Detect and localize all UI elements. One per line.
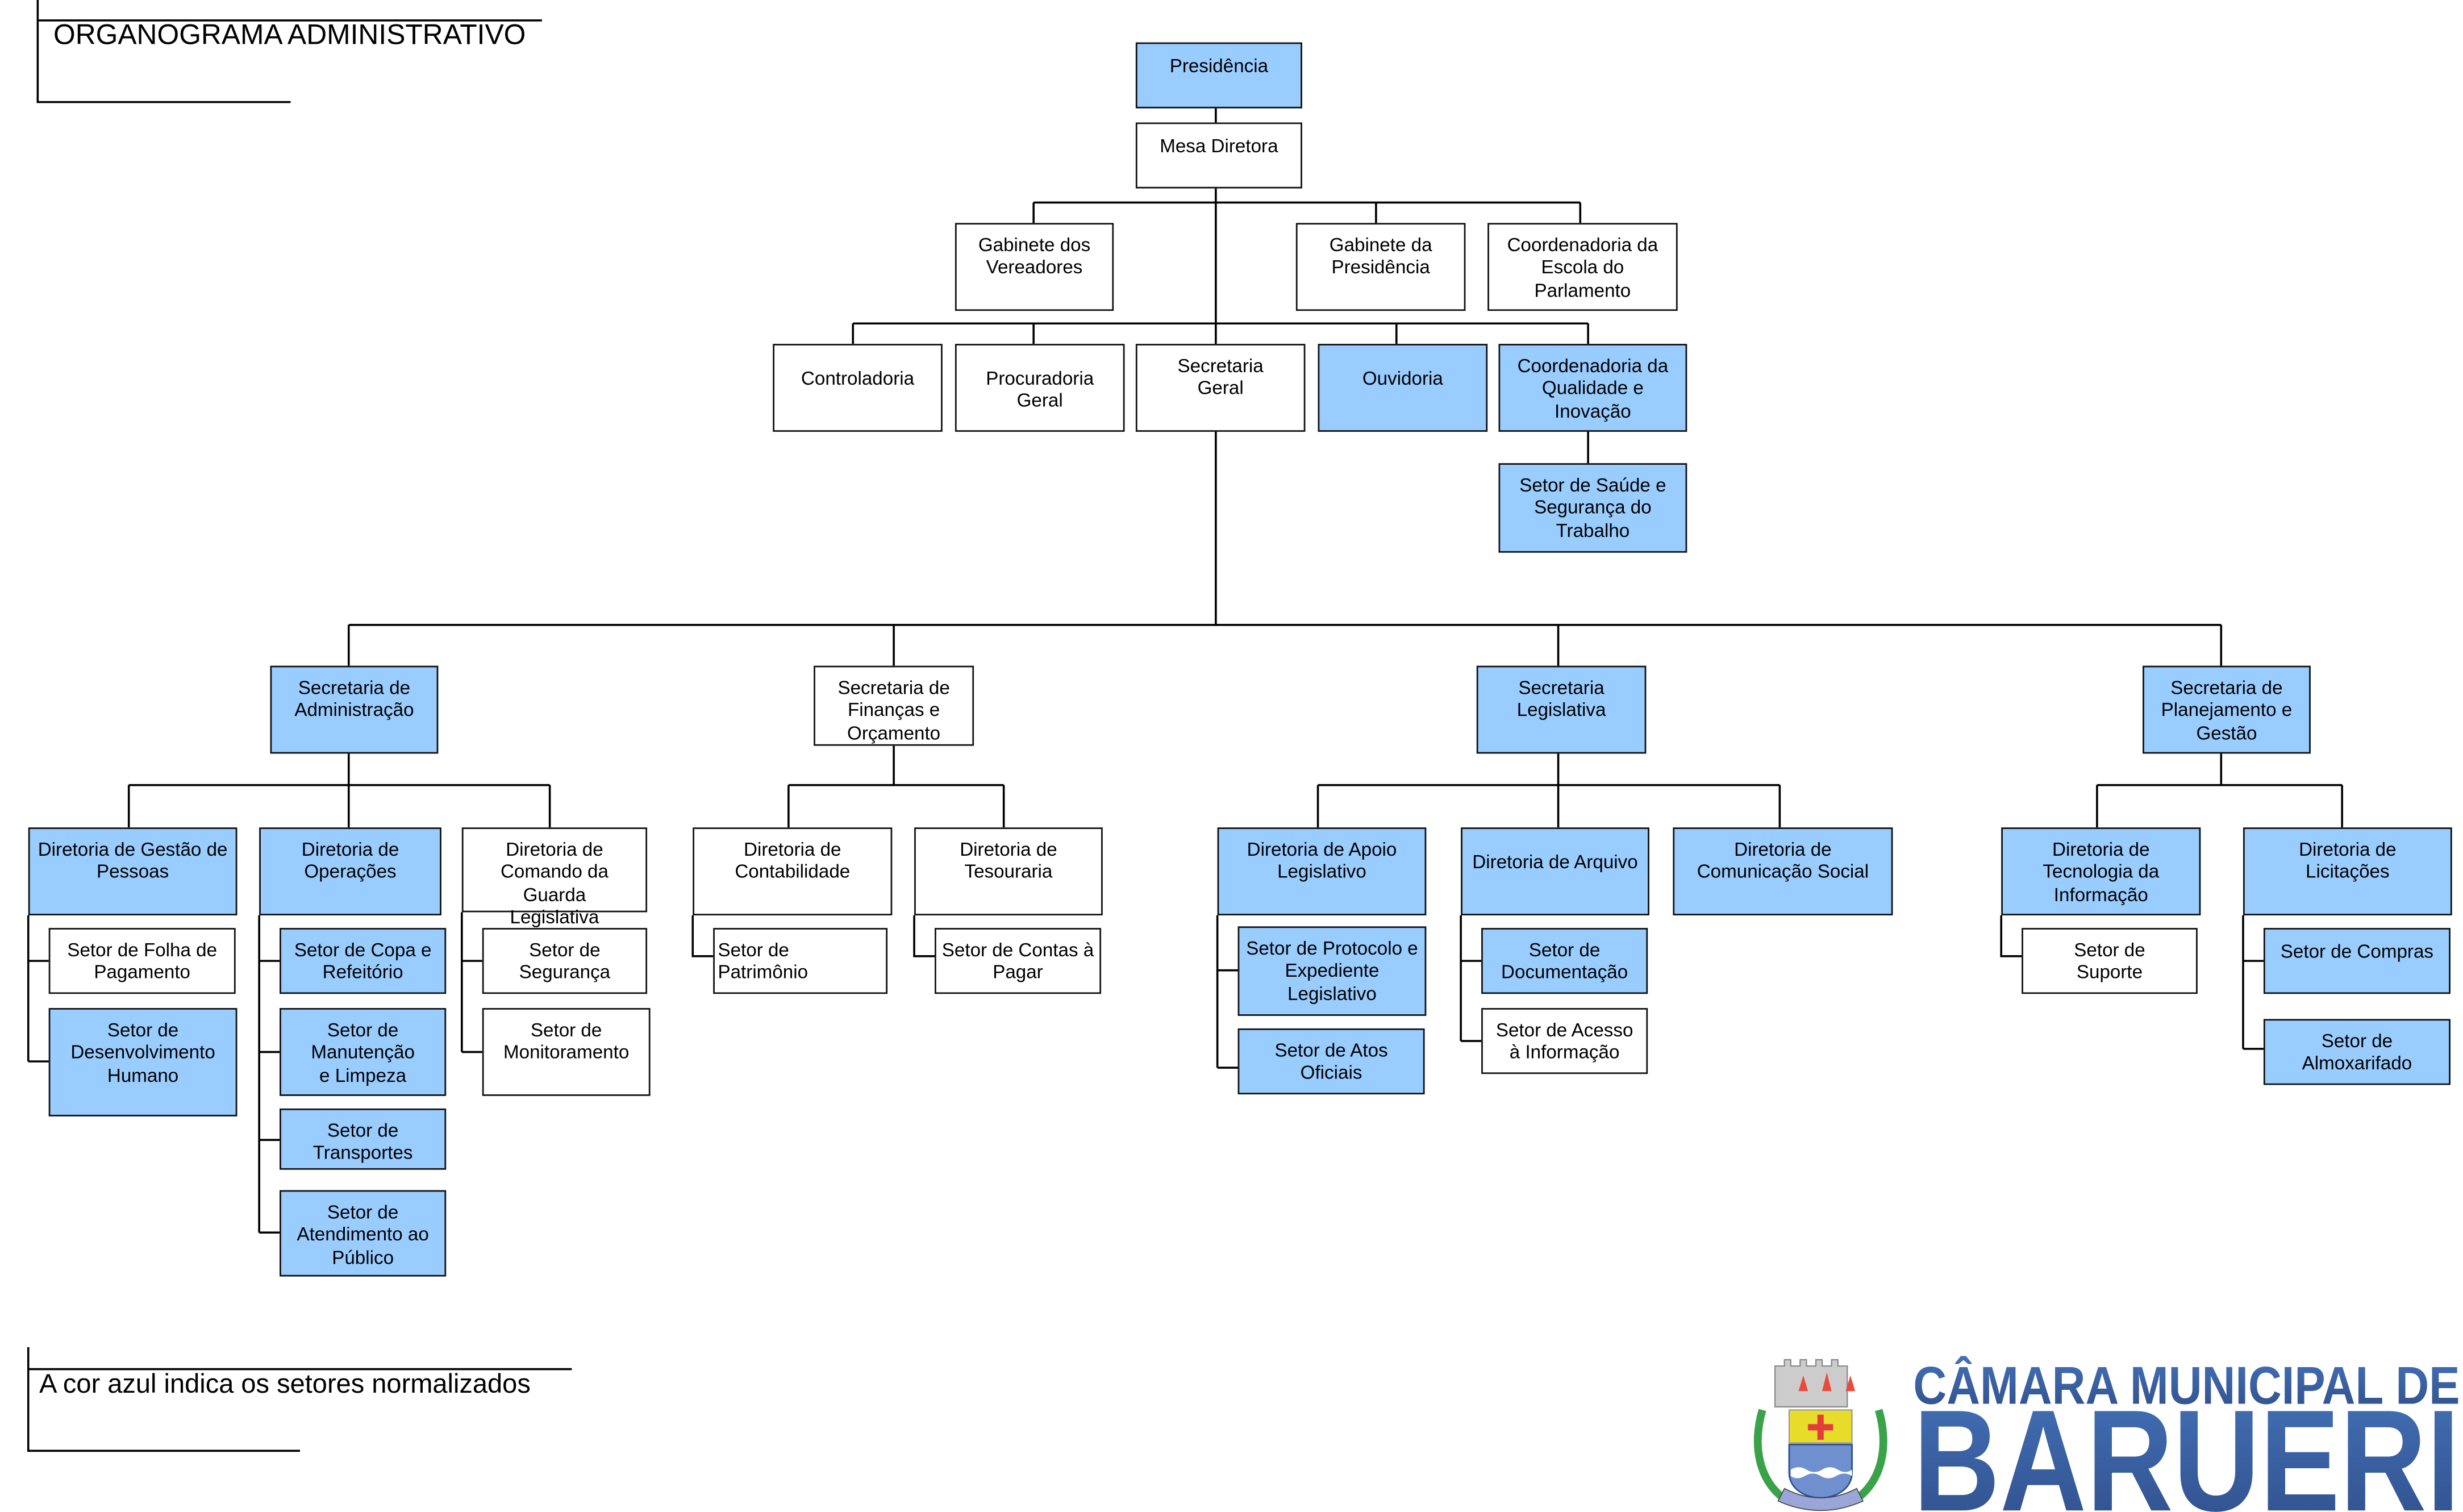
org-unit-label: Presidência [1169, 55, 1269, 77]
org-unit-box: Setor de Compras [2263, 928, 2451, 994]
org-unit-label: Diretoria de Comunicação Social [1697, 838, 1869, 884]
org-unit-box: Secretaria de Planejamento e Gestão [2143, 665, 2311, 754]
logo-line2: BARUERI [1913, 1380, 2460, 1512]
org-unit-label: Setor de Desenvolvimento Humano [70, 1019, 215, 1086]
org-unit-box: Secretaria Legislativa [1476, 665, 1647, 754]
org-unit-box: Mesa Diretora [1135, 122, 1302, 189]
org-unit-box: Controladoria [773, 344, 943, 432]
org-unit-label: Diretoria de Gestão de Pessoas [37, 838, 228, 884]
org-unit-box: Setor de Documentação [1481, 928, 1648, 994]
org-unit-label: Setor de Almoxarifado [2302, 1030, 2412, 1075]
org-unit-box: Diretoria de Apoio Legislativo [1217, 827, 1427, 916]
org-unit-box: Setor de Atendimento ao Público [280, 1190, 447, 1277]
org-unit-label: Secretaria Legislativa [1516, 676, 1606, 722]
org-unit-label: Setor de Segurança [519, 939, 611, 984]
logo-line1: CÂMARA MUNICIPAL DE [1913, 1355, 2460, 1415]
color-legend: A cor azul indica os setores normalizado… [39, 1369, 531, 1399]
org-unit-box: Setor de Transportes [280, 1108, 447, 1170]
org-unit-box: Coordenadoria da Escola do Parlamento [1487, 223, 1678, 311]
org-unit-label: Coordenadoria da Escola do Parlamento [1507, 234, 1658, 302]
org-unit-box: Setor de Desenvolvimento Humano [48, 1008, 237, 1117]
org-unit-label: Procuradoria Geral [986, 367, 1094, 413]
org-unit-label: Setor de Monitoramento [503, 1019, 630, 1064]
org-unit-box: Gabinete dos Vereadores [955, 223, 1114, 311]
org-unit-label: Gabinete dos Vereadores [978, 234, 1091, 279]
org-unit-box: Setor de Saúde e Segurança do Trabalho [1498, 463, 1687, 553]
org-unit-label: Diretoria de Comando da Guarda Legislati… [500, 838, 609, 928]
org-unit-box: Diretoria de Operações [259, 827, 441, 916]
org-unit-box: Setor de Patrimônio [713, 928, 888, 994]
org-unit-box: Presidência [1135, 42, 1302, 109]
org-unit-label: Diretoria de Operações [301, 838, 399, 884]
org-unit-box: Ouvidoria [1318, 344, 1488, 432]
org-unit-label: Secretaria de Administração [294, 676, 414, 722]
org-unit-box: Procuradoria Geral [955, 344, 1125, 432]
org-unit-box: Setor de Protocolo e Expediente Legislat… [1237, 926, 1427, 1016]
org-unit-box: Diretoria de Arquivo [1461, 827, 1649, 916]
org-unit-label: Setor de Patrimônio [718, 939, 809, 984]
org-unit-label: Setor de Folha de Pagamento [67, 939, 218, 984]
org-unit-label: Diretoria de Tecnologia da Informação [2043, 838, 2160, 906]
coat-of-arms-icon [1753, 1359, 1887, 1511]
org-unit-box: Setor de Acesso à Informação [1481, 1008, 1648, 1074]
org-unit-box: Diretoria de Gestão de Pessoas [28, 827, 237, 916]
org-unit-label: Diretoria de Licitações [2299, 838, 2397, 884]
org-unit-label: Gabinete da Presidência [1329, 234, 1432, 279]
org-unit-box: Diretoria de Contabilidade [693, 827, 893, 916]
org-unit-box: Setor de Manutenção e Limpeza [280, 1008, 447, 1096]
org-unit-label: Setor de Atendimento ao Público [297, 1201, 429, 1269]
org-unit-label: Diretoria de Tesouraria [960, 838, 1057, 884]
org-unit-box: Diretoria de Tesouraria [914, 827, 1103, 916]
org-unit-label: Setor de Compras [2280, 940, 2434, 963]
org-unit-box: Setor de Contas à Pagar [934, 928, 1102, 994]
org-unit-label: Coordenadoria da Qualidade e Inovação [1517, 355, 1669, 422]
org-unit-box: Gabinete da Presidência [1295, 223, 1466, 311]
org-unit-label: Setor de Atos Oficiais [1274, 1039, 1388, 1084]
org-unit-box: Secretaria de Administração [270, 665, 439, 754]
org-unit-box: Setor de Monitoramento [482, 1008, 651, 1096]
org-unit-label: Secretaria Geral [1177, 355, 1264, 400]
org-unit-label: Secretaria de Finanças e Orçamento [837, 676, 950, 744]
org-unit-box: Diretoria de Tecnologia da Informação [2001, 827, 2201, 916]
org-unit-box: Setor de Suporte [2022, 928, 2198, 994]
org-unit-label: Setor de Copa e Refeitório [294, 939, 432, 984]
org-unit-label: Diretoria de Arquivo [1472, 851, 1638, 873]
org-unit-label: Setor de Suporte [2074, 939, 2145, 984]
org-unit-box: Setor de Folha de Pagamento [48, 928, 236, 994]
org-unit-label: Setor de Acesso à Informação [1495, 1019, 1633, 1064]
org-unit-label: Ouvidoria [1362, 367, 1443, 390]
org-unit-label: Setor de Transportes [312, 1119, 413, 1164]
org-unit-box: Diretoria de Comunicação Social [1673, 827, 1893, 916]
org-unit-label: Setor de Saúde e Segurança do Trabalho [1519, 474, 1666, 542]
camara-barueri-logo: CÂMARA MUNICIPAL DE BARUERI [1753, 1355, 2460, 1512]
org-unit-label: Mesa Diretora [1160, 135, 1278, 157]
org-unit-box: Setor de Atos Oficiais [1237, 1028, 1425, 1095]
org-unit-box: Diretoria de Licitações [2243, 827, 2452, 916]
org-unit-label: Diretoria de Apoio Legislativo [1247, 838, 1397, 884]
org-unit-label: Diretoria de Contabilidade [735, 838, 851, 884]
org-unit-label: Controladoria [801, 367, 915, 390]
org-unit-box: Secretaria Geral [1135, 344, 1306, 432]
org-unit-box: Secretaria de Finanças e Orçamento [814, 665, 974, 746]
org-unit-box: Setor de Segurança [482, 928, 648, 994]
org-unit-label: Secretaria de Planejamento e Gestão [2161, 676, 2293, 744]
org-unit-label: Setor de Contas à Pagar [941, 939, 1094, 984]
org-unit-box: Diretoria de Comando da Guarda Legislati… [461, 827, 648, 928]
org-unit-label: Setor de Documentação [1501, 939, 1628, 984]
org-unit-label: Setor de Protocolo e Expediente Legislat… [1246, 937, 1418, 1005]
page-title: ORGANOGRAMA ADMINISTRATIVO [53, 19, 526, 51]
org-unit-box: Setor de Almoxarifado [2263, 1019, 2451, 1085]
org-unit-label: Setor de Manutenção e Limpeza [311, 1019, 415, 1086]
org-unit-box: Setor de Copa e Refeitório [280, 928, 447, 994]
org-unit-box: Coordenadoria da Qualidade e Inovação [1498, 344, 1687, 432]
